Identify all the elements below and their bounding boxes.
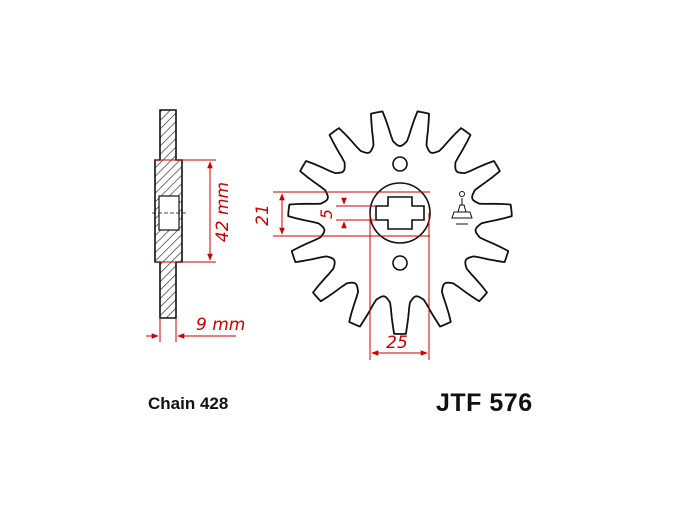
- bore-diameter-dimension: [369, 213, 430, 360]
- thickness-dimension: [146, 318, 236, 342]
- hub-length-dimension: [155, 159, 216, 263]
- bore-diameter-label: 25: [386, 333, 408, 353]
- mounting-hole-top: [392, 156, 408, 172]
- thickness-label: 9 mm: [196, 315, 245, 335]
- sprocket-logo-icon: [451, 191, 473, 225]
- front-view: 21 5 25: [253, 110, 513, 360]
- spline-width-dimension: [336, 197, 376, 229]
- chain-size-caption: Chain 428: [148, 394, 229, 413]
- part-number-caption: JTF 576: [436, 389, 533, 417]
- hub-length-label: 42 mm: [213, 182, 233, 242]
- side-view: 42 mm 9 mm: [146, 109, 245, 342]
- mounting-hole-bottom: [392, 255, 408, 271]
- hole-width-dimension: [273, 191, 430, 237]
- spline-width-label: 5: [317, 209, 336, 219]
- hole-width-label: 21: [253, 204, 273, 226]
